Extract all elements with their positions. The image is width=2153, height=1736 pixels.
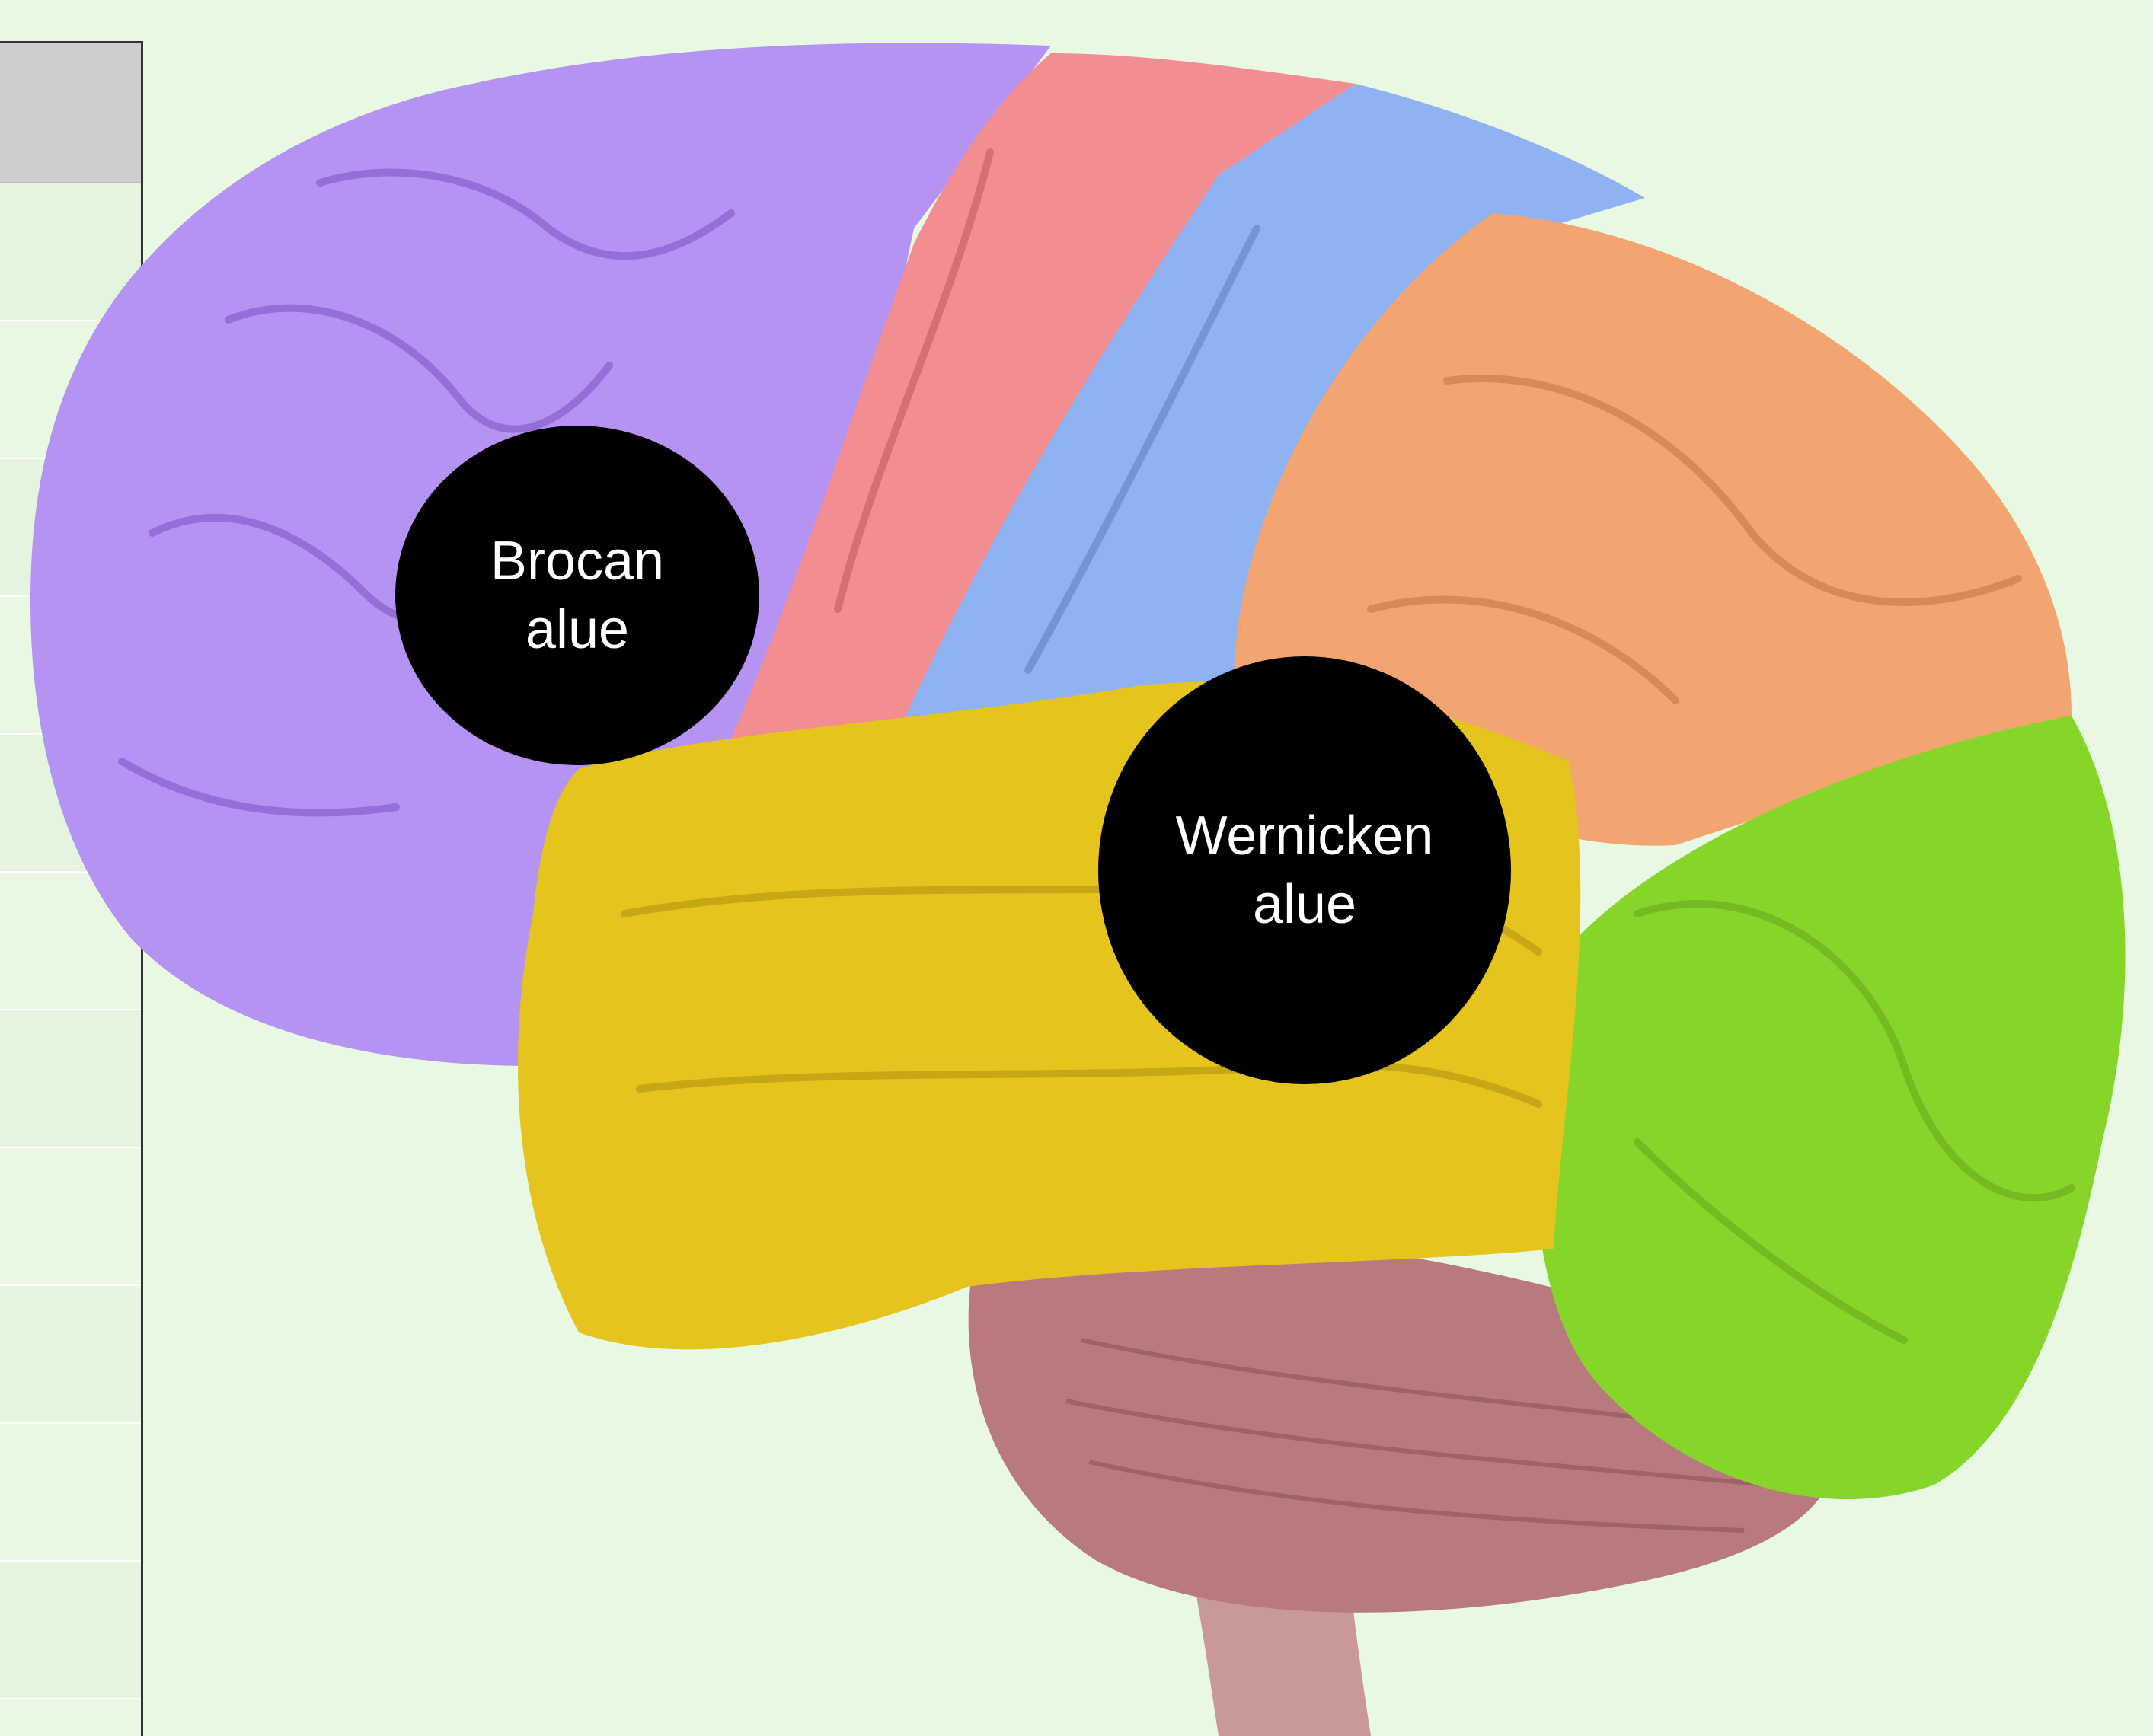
- wernicke-area-label: Wernicken alue: [1098, 656, 1511, 1084]
- broca-area-label: Brocan alue: [395, 426, 759, 765]
